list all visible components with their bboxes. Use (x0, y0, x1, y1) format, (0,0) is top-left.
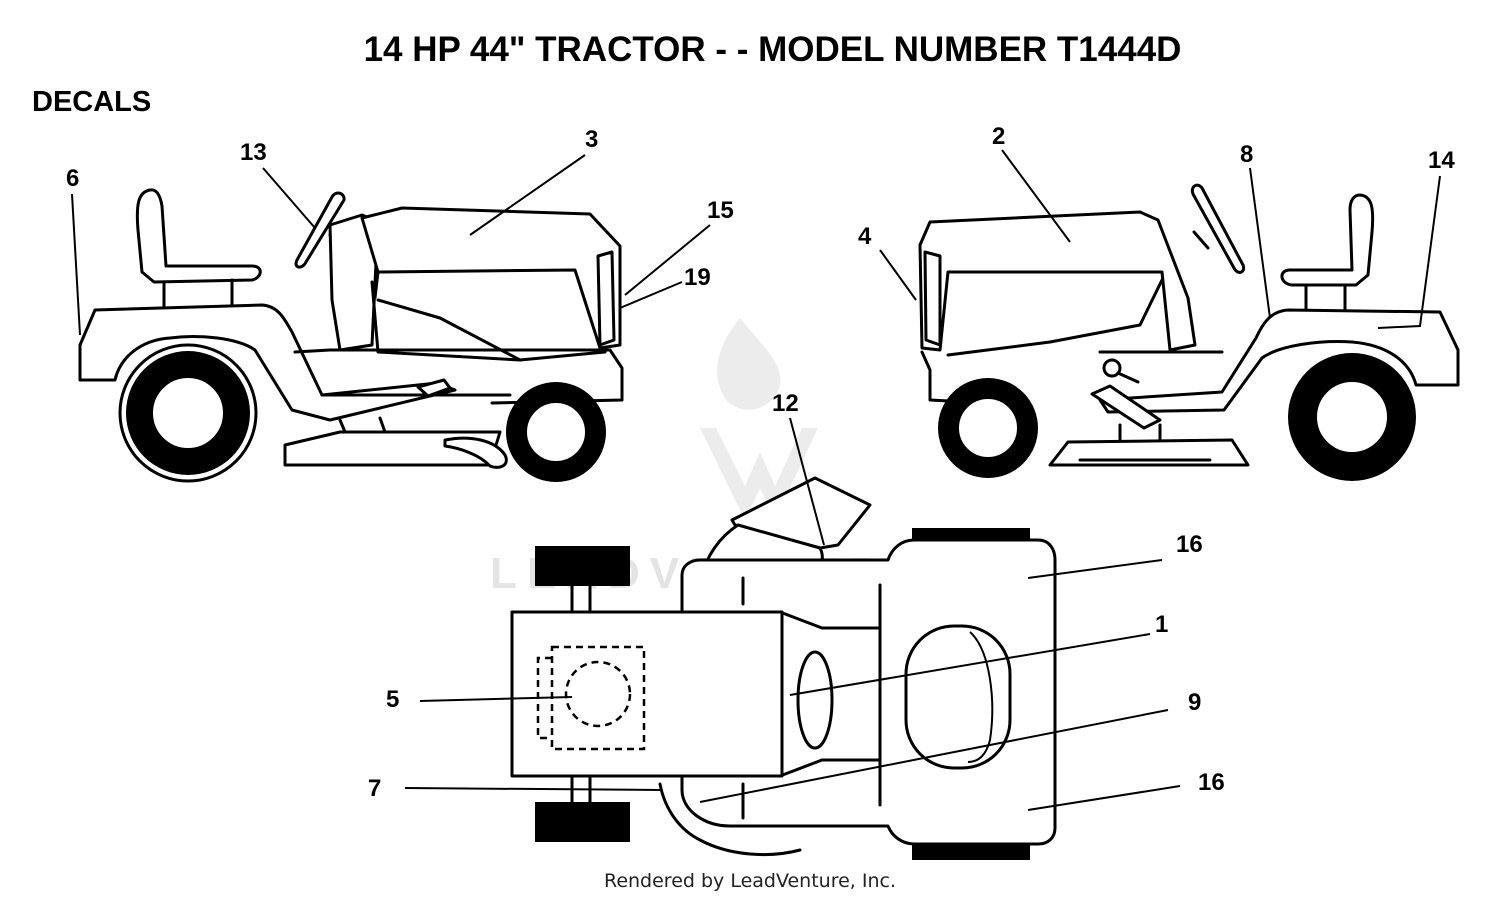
callout-numbers: 6 13 3 15 19 2 4 8 14 12 16 1 5 9 7 16 (66, 123, 1455, 802)
callout-14: 14 (1428, 147, 1455, 174)
callout-16-top: 16 (1176, 531, 1203, 558)
callout-16-bottom: 16 (1198, 769, 1225, 796)
callout-13: 13 (240, 139, 267, 166)
callout-5: 5 (386, 686, 399, 713)
tractor-left-side-view (78, 188, 624, 483)
section-label: DECALS (32, 86, 152, 118)
callout-8: 8 (1240, 141, 1253, 168)
callout-3: 3 (585, 126, 598, 153)
tractor-right-side-view (918, 183, 1460, 481)
callout-12: 12 (772, 390, 799, 417)
callout-9: 9 (1188, 689, 1201, 716)
leader-lines (71, 149, 1441, 811)
callout-7: 7 (368, 775, 381, 802)
callout-1: 1 (1155, 611, 1168, 638)
callout-19: 19 (684, 264, 711, 291)
tractor-top-view (510, 476, 1057, 860)
render-credit: Rendered by LeadVenture, Inc. (603, 870, 897, 892)
diagram-title: 14 HP 44" TRACTOR - - MODEL NUMBER T1444… (363, 30, 1182, 69)
callout-4: 4 (858, 223, 872, 250)
callout-2: 2 (992, 123, 1005, 150)
callout-15: 15 (707, 197, 734, 224)
callout-6: 6 (66, 165, 79, 192)
